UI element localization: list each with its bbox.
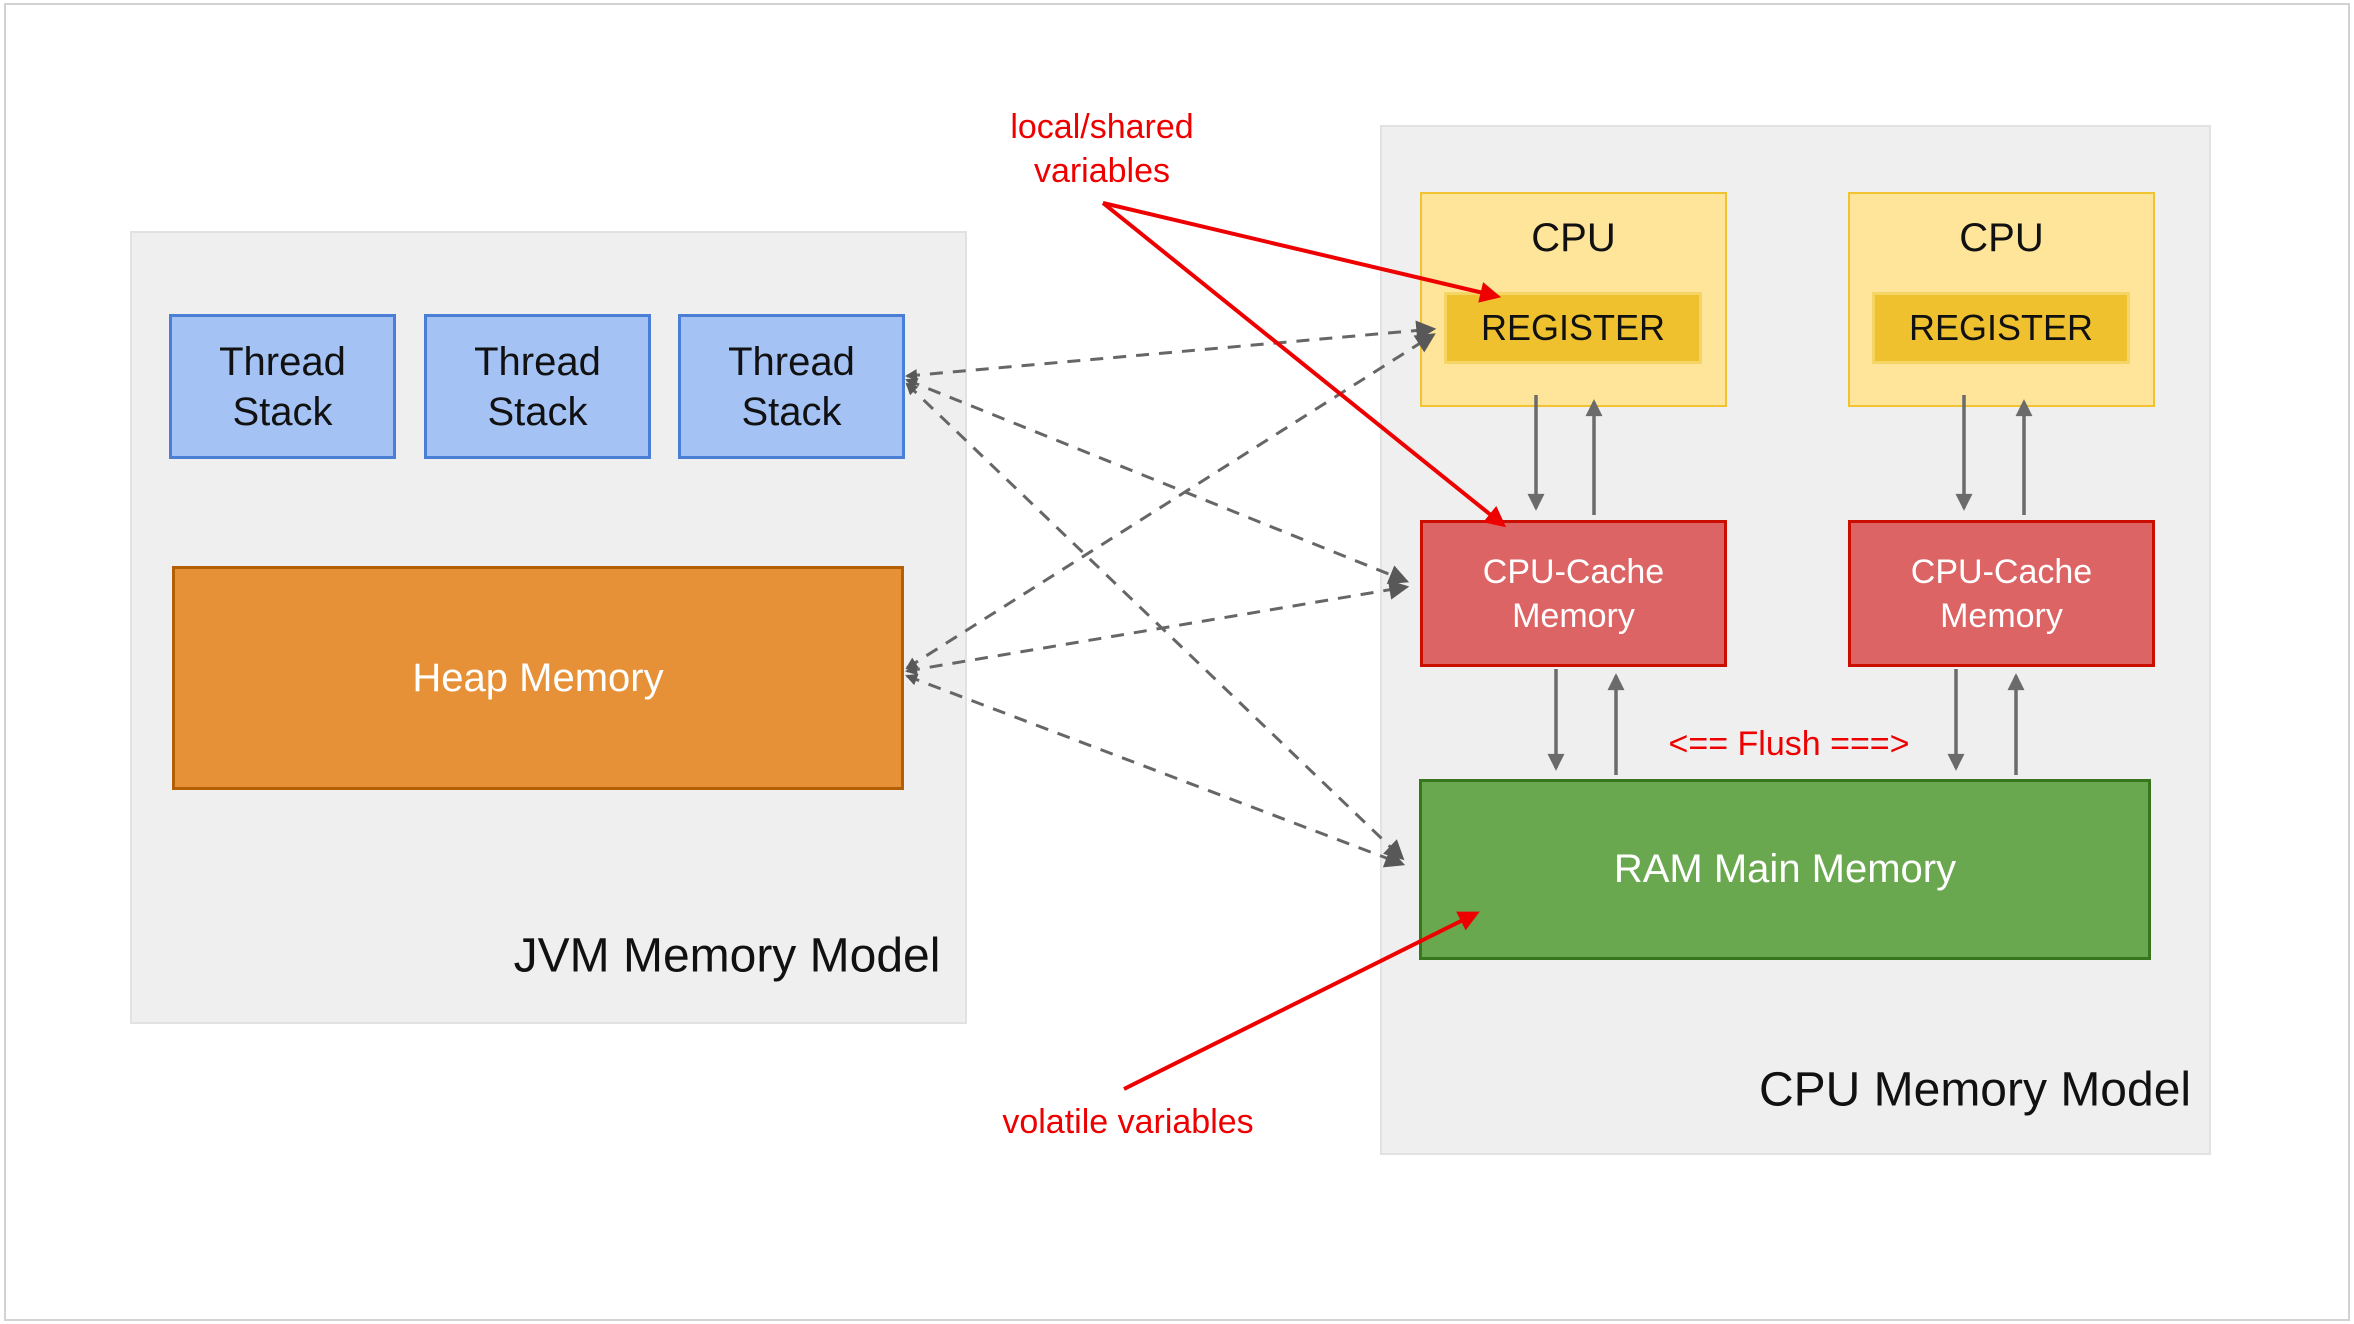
thread-stack-box-1: Thread Stack	[169, 314, 396, 459]
register-box-1: REGISTER	[1444, 292, 1702, 364]
thread-stack-label-line2: Stack	[487, 389, 588, 434]
volatile-variables-annotation: volatile variables	[1002, 1103, 1254, 1141]
dashed-arrow-thread-register	[905, 320, 1437, 382]
thread-stack-label-line2: Stack	[741, 389, 842, 434]
thread-stack-label-line2: Stack	[232, 389, 333, 434]
register-label: REGISTER	[1480, 307, 1666, 348]
jvm-model-title: JVM Memory Model	[513, 929, 941, 983]
thread-stack-label-line1: Thread	[219, 339, 346, 384]
cpu-cache-label-line1: CPU-Cache	[1482, 552, 1665, 591]
register-label: REGISTER	[1908, 307, 2094, 348]
cpu-model-title: CPU Memory Model	[1758, 1063, 2192, 1117]
cpu-cache-label-line2: Memory	[1512, 596, 1635, 635]
thread-stack-label-line1: Thread	[474, 339, 601, 384]
dashed-arrow-thread-cache	[905, 378, 1410, 585]
local-shared-variables-annotation: local/shared variables	[1010, 105, 1193, 193]
cpu-label: CPU	[1959, 216, 2044, 260]
dashed-arrow-thread-ram	[905, 382, 1405, 861]
local-shared-variables-line2: variables	[1033, 152, 1171, 190]
cpu-box-1: CPU REGISTER	[1420, 192, 1727, 407]
thread-stack-box-3: Thread Stack	[678, 314, 905, 459]
cpu-cache-label-line1: CPU-Cache	[1910, 552, 2093, 591]
cpu-box-2: CPU REGISTER	[1848, 192, 2155, 407]
heap-memory-box: Heap Memory	[172, 566, 904, 790]
thread-stack-box-2: Thread Stack	[424, 314, 651, 459]
local-shared-variables-line1: local/shared	[1010, 108, 1194, 146]
ram-main-memory-label: RAM Main Memory	[1613, 847, 1957, 891]
ram-main-memory-box: RAM Main Memory	[1419, 779, 2151, 960]
flush-annotation: <== Flush ===>	[1668, 725, 1910, 763]
cpu-cache-label-line2: Memory	[1940, 596, 2063, 635]
dashed-arrow-heap-ram	[905, 673, 1406, 868]
heap-memory-label: Heap Memory	[412, 655, 664, 700]
dashed-arrow-heap-register	[905, 333, 1436, 670]
dashed-arrow-heap-cache	[905, 579, 1410, 676]
cpu-label: CPU	[1531, 216, 1616, 260]
thread-stack-label-line1: Thread	[728, 339, 855, 384]
cpu-cache-box-1: CPU-Cache Memory	[1420, 520, 1727, 667]
cpu-cache-box-2: CPU-Cache Memory	[1848, 520, 2155, 667]
register-box-2: REGISTER	[1872, 292, 2130, 364]
